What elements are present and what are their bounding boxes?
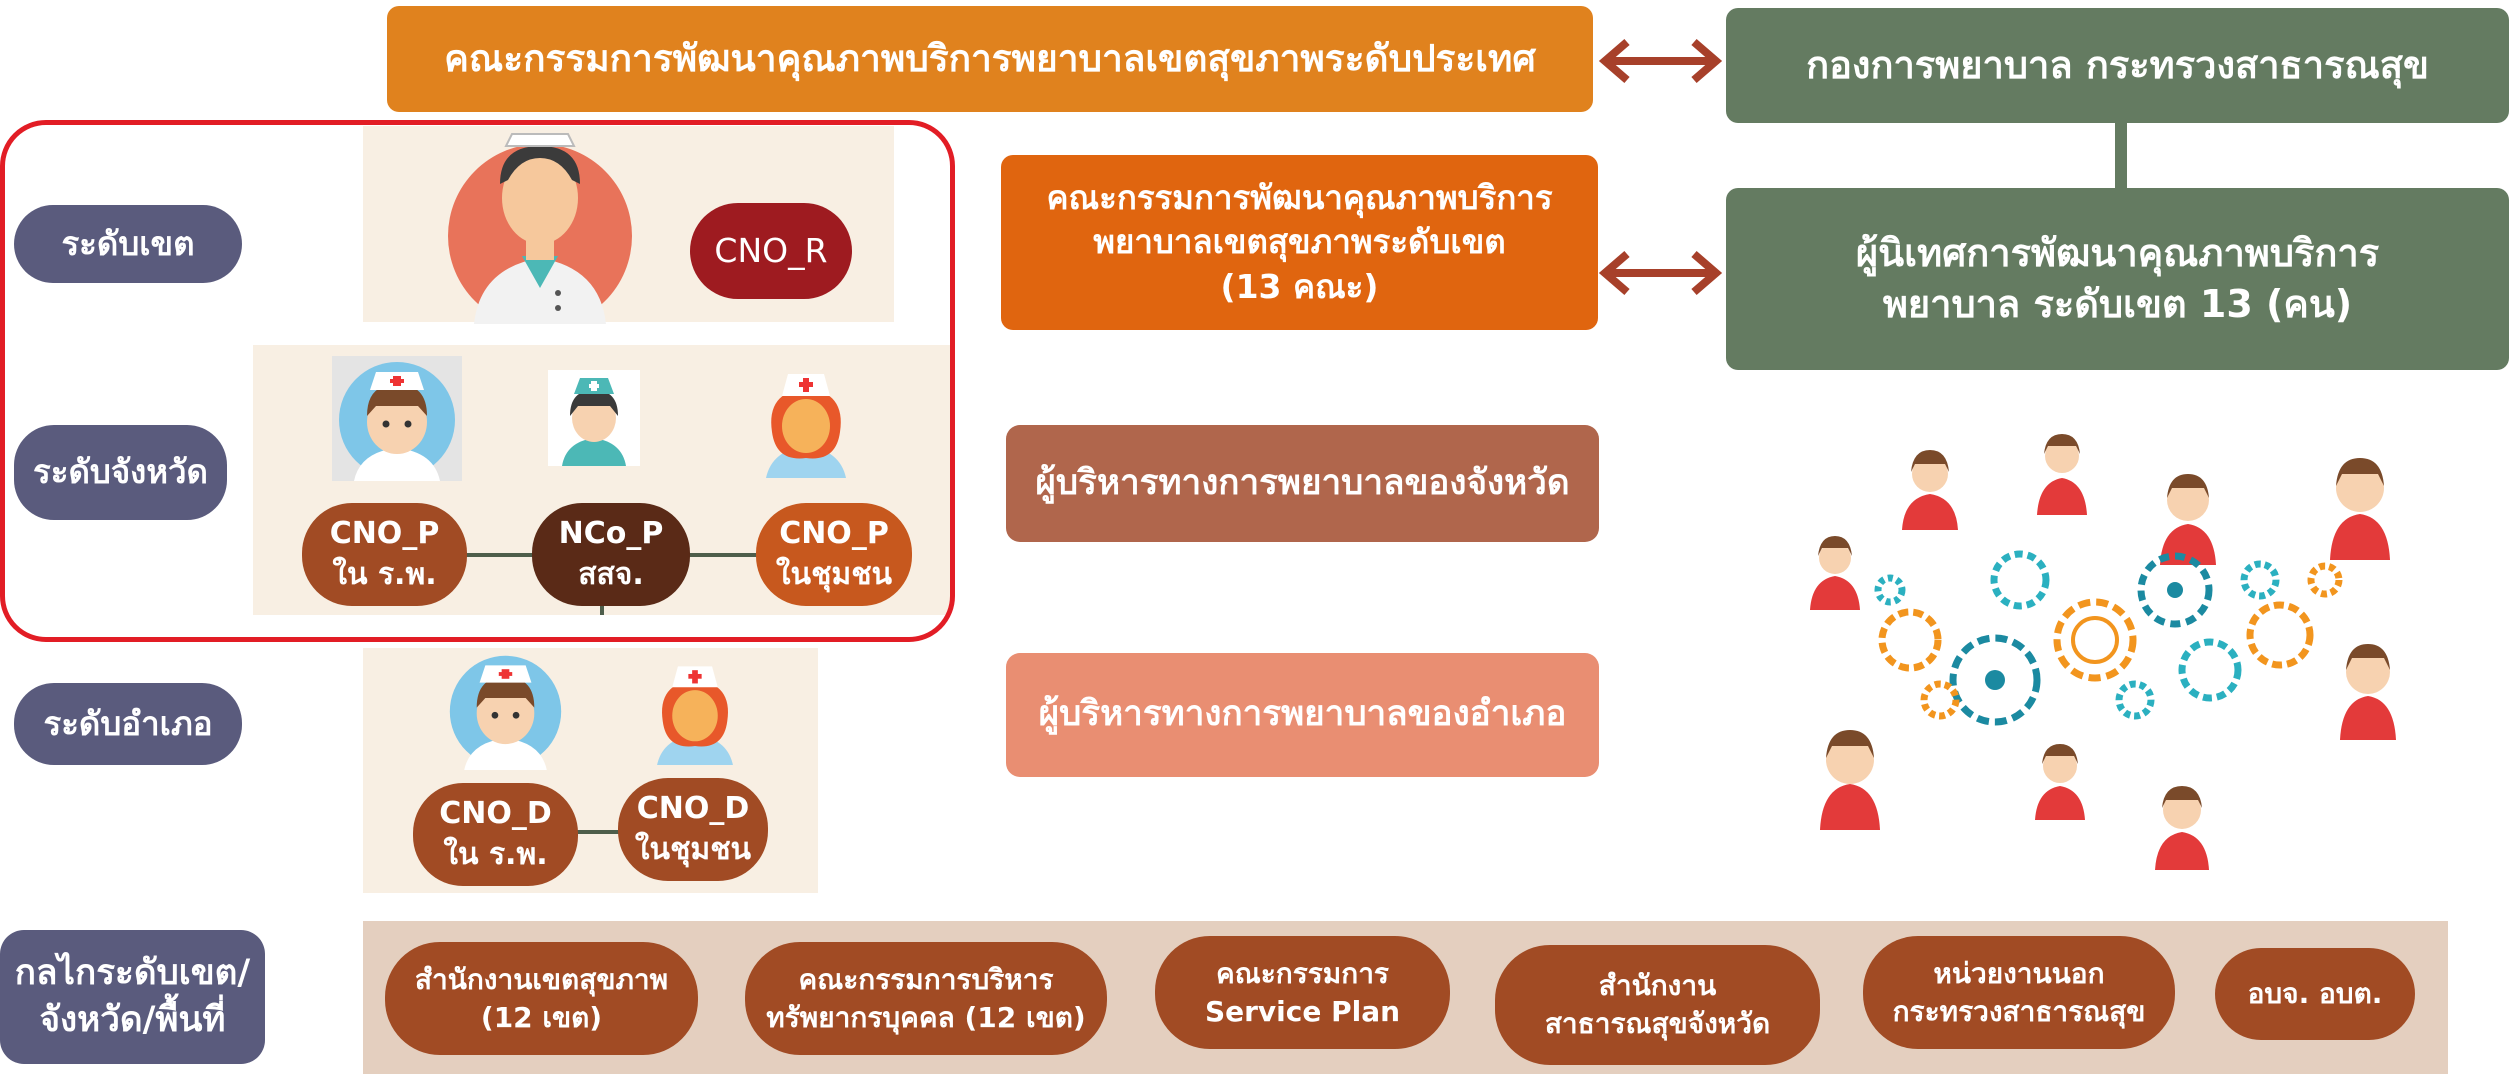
- mechanism-item-line-1: สำนักงาน: [1598, 969, 1717, 1003]
- mechanism-item-line-2: สาธารณสุขจังหวัด: [1544, 1007, 1771, 1040]
- level-district: ระดับอำเภอ: [14, 683, 242, 765]
- nurse-avatar-icon: [548, 370, 640, 466]
- gear-icon: [2246, 601, 2314, 669]
- regional-committee-line-3: (13 คณะ): [1220, 266, 1379, 306]
- person-icon: [2160, 474, 2216, 565]
- cno-d-hospital-badge: CNO_D ใน ร.พ.: [413, 783, 578, 886]
- mechanism-item: สำนักงานเขตสุขภาพ (12 เขต): [385, 942, 698, 1055]
- nurse-avatar-icon: [332, 356, 462, 481]
- nursing-division-label: กองการพยาบาล กระทรวงสาธารณสุข: [1806, 42, 2429, 87]
- person-icon: [1820, 730, 1880, 830]
- cno-r-badge: CNO_R: [690, 203, 852, 299]
- cno-p-community-badge: CNO_P ในชุมชน: [756, 503, 912, 606]
- level-province: ระดับจังหวัด: [14, 425, 227, 520]
- gear-icon: [2053, 598, 2137, 682]
- nurse-avatar-icon: [766, 374, 846, 478]
- nco-p-line-1: NCo_P: [558, 516, 664, 551]
- mechanism-item: คณะกรรมการ Service Plan: [1155, 936, 1450, 1049]
- cno-d-community-line-2: ในชุมชน: [634, 831, 752, 867]
- cno-p-community-line-1: CNO_P: [779, 516, 889, 551]
- cno-d-community-line-1: CNO_D: [636, 791, 750, 826]
- provincial-admin-label: ผู้บริหารทางการพยาบาลของจังหวัด: [1035, 462, 1570, 503]
- supervisor-line-2: พยาบาล ระดับเขต 13 (คน): [1882, 282, 2353, 326]
- mechanism-item: คณะกรรมการบริหาร ทรัพยากรบุคคล (12 เขต): [745, 942, 1107, 1055]
- district-connector: [520, 830, 700, 834]
- supervisor-box: ผู้นิเทศการพัฒนาคุณภาพบริการ พยาบาล ระดั…: [1726, 188, 2509, 370]
- gear-icon: [1874, 574, 1906, 606]
- gear-icon: [1990, 550, 2050, 610]
- person-icon: [2330, 458, 2390, 560]
- level-region: ระดับเขต: [14, 205, 242, 283]
- gear-icon: [2137, 552, 2213, 628]
- mechanism-item-line-1: คณะกรรมการบริหาร: [798, 962, 1054, 996]
- mechanism-item-line-1: อบจ. อบต.: [2247, 977, 2383, 1011]
- mechanism-item: อบจ. อบต.: [2215, 948, 2415, 1040]
- mechanism-item: สำนักงาน สาธารณสุขจังหวัด: [1495, 945, 1820, 1065]
- nco-p-line-2: สสจ.: [578, 556, 644, 592]
- gear-icon: [2178, 638, 2242, 702]
- gear-icon: [2115, 680, 2155, 720]
- region-province-highlight-frame: [0, 120, 955, 642]
- gear-icon: [2307, 562, 2343, 598]
- gear-icon: [2240, 560, 2280, 600]
- gear-icon: [1920, 680, 1960, 720]
- level-mechanism: กลไกระดับเขต/ จังหวัด/พื้นที่: [0, 930, 265, 1064]
- gear-icon: [1949, 634, 2041, 726]
- cno-p-community-line-2: ในชุมชน: [775, 556, 893, 592]
- cno-d-community-badge: CNO_D ในชุมชน: [618, 778, 768, 881]
- person-icon: [1902, 450, 1958, 530]
- person-icon: [2035, 744, 2085, 820]
- person-icon: [2155, 786, 2209, 870]
- national-committee-box: คณะกรรมการพัฒนาคุณภาพบริการพยาบาลเขตสุขภ…: [387, 6, 1593, 112]
- mechanism-item-line-1: คณะกรรมการ: [1216, 956, 1389, 990]
- level-province-label: ระดับจังหวัด: [33, 452, 208, 492]
- gear-icon: [1878, 608, 1942, 672]
- regional-committee-box: คณะกรรมการพัฒนาคุณภาพบริการ พยาบาลเขตสุข…: [1001, 155, 1598, 330]
- cno-p-hospital-badge: CNO_P ใน ร.พ.: [302, 503, 467, 606]
- green-vertical-connector: [2115, 123, 2127, 190]
- district-admin-box: ผู้บริหารทางการพยาบาลของอำเภอ: [1006, 653, 1599, 777]
- district-admin-label: ผู้บริหารทางการพยาบาลของอำเภอ: [1038, 694, 1567, 735]
- cno-r-label: CNO_R: [714, 230, 828, 270]
- cno-p-hospital-line-1: CNO_P: [329, 516, 440, 551]
- mechanism-item-line-2: ทรัพยากรบุคคล (12 เขต): [766, 1000, 1086, 1034]
- level-mechanism-line-2: จังหวัด/พื้นที่: [39, 1000, 226, 1040]
- cno-d-hospital-line-2: ใน ร.พ.: [443, 836, 548, 872]
- mechanism-item-line-2: กระทรวงสาธารณสุข: [1892, 994, 2146, 1028]
- mechanism-item-line-1: สำนักงานเขตสุขภาพ: [414, 962, 669, 996]
- person-icon: [1810, 536, 1860, 610]
- nurse-avatar-icon: [448, 133, 632, 324]
- nurse-avatar-icon: [449, 655, 562, 770]
- person-icon: [2037, 434, 2087, 515]
- double-arrow-icon: [1598, 38, 1723, 84]
- cno-p-hospital-line-2: ใน ร.พ.: [332, 556, 437, 592]
- nurse-avatar-icon: [657, 666, 733, 765]
- regional-committee-line-1: คณะกรรมการพัฒนาคุณภาพบริการ: [1046, 177, 1553, 217]
- mechanism-item-line-2: (12 เขต): [480, 1000, 603, 1034]
- level-mechanism-line-1: กลไกระดับเขต/: [14, 952, 251, 993]
- mechanism-item: หน่วยงานนอก กระทรวงสาธารณสุข: [1863, 936, 2175, 1049]
- person-icon: [2340, 644, 2396, 740]
- supervisor-line-1: ผู้นิเทศการพัฒนาคุณภาพบริการ: [1855, 230, 2380, 275]
- nco-p-badge: NCo_P สสจ.: [532, 503, 690, 606]
- provincial-admin-box: ผู้บริหารทางการพยาบาลของจังหวัด: [1006, 425, 1599, 542]
- double-arrow-icon: [1598, 250, 1723, 296]
- mechanism-item-line-1: หน่วยงานนอก: [1933, 956, 2105, 990]
- cno-d-hospital-line-1: CNO_D: [439, 796, 552, 831]
- network-illustration: [1810, 434, 2396, 870]
- level-district-label: ระดับอำเภอ: [43, 703, 213, 743]
- national-committee-label: คณะกรรมการพัฒนาคุณภาพบริการพยาบาลเขตสุขภ…: [444, 37, 1536, 81]
- mechanism-item-line-2: Service Plan: [1204, 994, 1401, 1028]
- level-region-label: ระดับเขต: [61, 223, 195, 263]
- regional-committee-line-2: พยาบาลเขตสุขภาพระดับเขต: [1093, 222, 1506, 262]
- nursing-division-box: กองการพยาบาล กระทรวงสาธารณสุข: [1726, 8, 2509, 123]
